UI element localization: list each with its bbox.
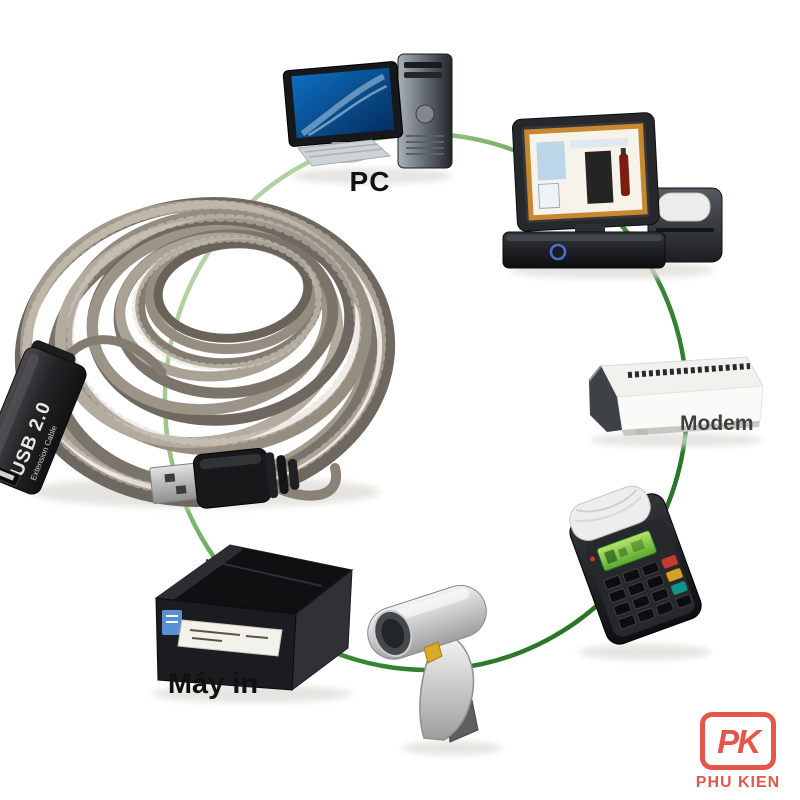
receipt-printer-icon: [154, 544, 354, 692]
card-payment-terminal-icon: [569, 485, 702, 645]
cable-tail: [277, 463, 342, 501]
adapter-cable: [67, 335, 167, 377]
brand-monogram: PK: [717, 722, 761, 760]
brand-name: PHU KIEN: [695, 774, 781, 791]
printer-receipt: [177, 619, 283, 657]
usb-a-connector-icon: [149, 448, 300, 509]
pos-terminal-icon: [502, 112, 723, 269]
printer-label: Máy in: [167, 668, 259, 700]
pc-monitor: [282, 61, 404, 147]
terminal-paper-roll: [569, 485, 651, 541]
pc-label: PC: [349, 166, 391, 197]
brand-logo-box: PK: [700, 712, 776, 770]
brand-logo: PK PHU KIEN: [682, 712, 794, 792]
pos-receipt-printer: [647, 187, 723, 263]
modem-icon: [588, 356, 764, 436]
pc-icon: [282, 53, 453, 169]
terminal-keypad: [603, 555, 693, 630]
barcode-scanner-icon: [367, 584, 487, 743]
scanner-trigger: [423, 641, 443, 664]
modem-label: Modem: [680, 412, 754, 435]
